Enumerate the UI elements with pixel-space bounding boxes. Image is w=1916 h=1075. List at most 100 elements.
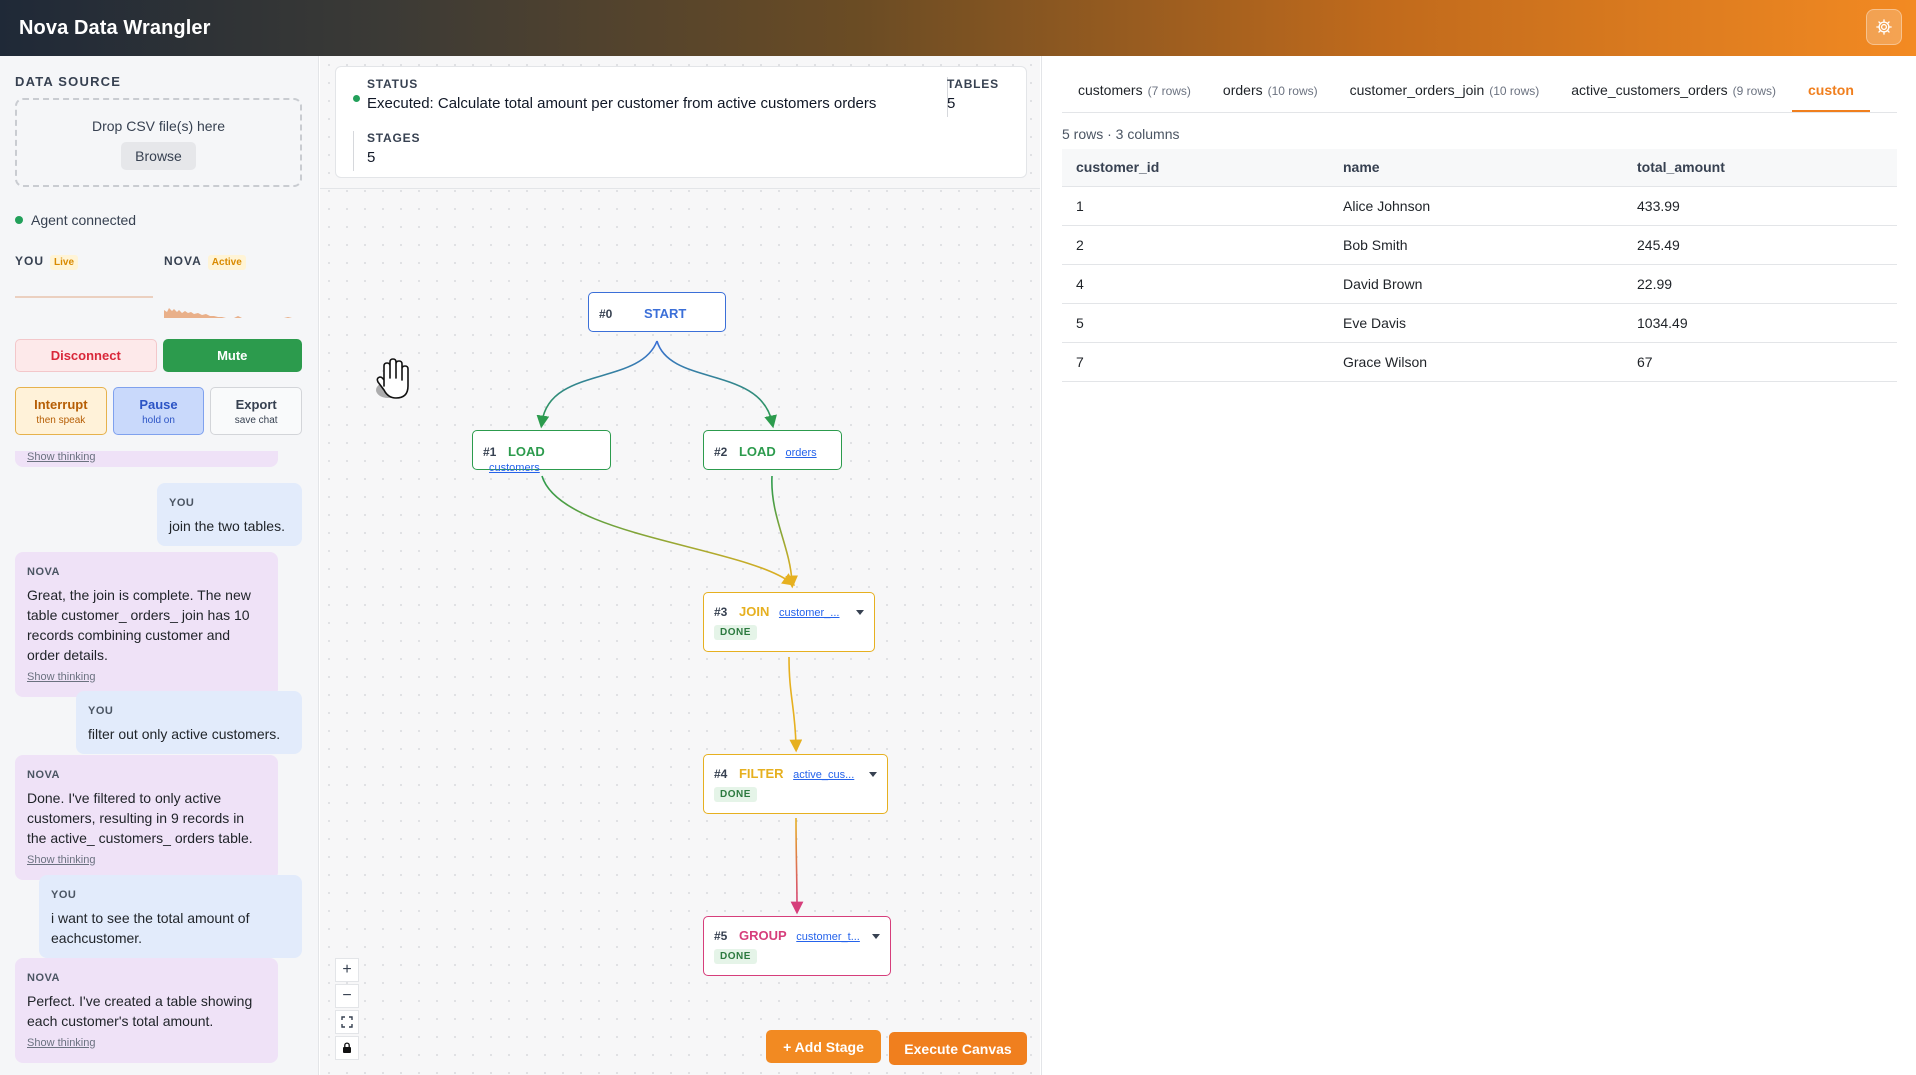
tab-label: custon — [1808, 82, 1854, 98]
edge-start-customers — [536, 340, 658, 429]
csv-dropzone[interactable]: Drop CSV file(s) here Browse — [15, 98, 302, 187]
chat-message-nova: NOVA Great, the join is complete. The ne… — [15, 552, 278, 697]
browse-button[interactable]: Browse — [121, 142, 196, 170]
stage-node-load-customers[interactable]: #1 LOAD customers — [472, 430, 611, 474]
tab-row-count: (7 rows) — [1147, 84, 1191, 98]
stage-status-badge: DONE — [714, 787, 757, 802]
show-thinking-link[interactable]: Show thinking — [27, 854, 96, 866]
stage-kind: LOAD — [738, 444, 776, 459]
status-divider — [947, 77, 948, 117]
chat-message-nova: Show thinking — [15, 451, 278, 467]
pipeline-canvas[interactable]: STATUS Executed: Calculate total amount … — [320, 56, 1040, 1075]
table-cell: Grace Wilson — [1329, 342, 1623, 382]
tab-customer-totals[interactable]: custon — [1792, 56, 1870, 112]
chat-log[interactable]: Show thinking YOU join the two tables. N… — [0, 451, 318, 1075]
tab-row-count: (9 rows) — [1732, 84, 1777, 98]
results-table: customer_id name total_amount 1 Alice Jo… — [1062, 149, 1897, 382]
tab-row-count: (10 rows) — [1267, 84, 1318, 98]
stage-node-load-orders[interactable]: #2 LOAD orders — [703, 430, 842, 470]
table-cell: Alice Johnson — [1329, 186, 1623, 226]
stage-target-link[interactable]: active_cus... — [793, 769, 855, 781]
stage-kind: GROUP — [738, 928, 787, 943]
show-thinking-link[interactable]: Show thinking — [27, 1037, 96, 1049]
table-cell: David Brown — [1329, 264, 1623, 304]
chat-sender: NOVA — [27, 972, 60, 984]
disconnect-button[interactable]: Disconnect — [15, 339, 157, 372]
grab-cursor-icon — [376, 358, 409, 399]
chevron-down-icon[interactable] — [869, 772, 877, 777]
data-source-title: DATA SOURCE — [15, 74, 122, 89]
table-cell: 2 — [1062, 225, 1329, 265]
chat-text: Perfect. I've created a table showing ea… — [27, 993, 253, 1029]
stage-target-link[interactable]: customer_... — [778, 607, 840, 619]
table-cell: 22.99 — [1623, 264, 1897, 304]
stage-node-join[interactable]: #3 JOIN customer_... DONE — [703, 592, 875, 652]
tab-label: active_customers_orders — [1571, 82, 1728, 98]
pipeline-edges — [536, 340, 804, 915]
status-dot-icon — [15, 216, 23, 224]
tables-label: TABLES — [947, 77, 999, 91]
tab-label: customer_orders_join — [1349, 82, 1485, 98]
table-cell: 5 — [1062, 303, 1329, 343]
table-cell: Bob Smith — [1329, 225, 1623, 265]
table-cell: 7 — [1062, 342, 1329, 382]
stage-number: #3 — [714, 605, 728, 619]
execute-canvas-button[interactable]: Execute Canvas — [889, 1032, 1027, 1065]
tab-label: orders — [1222, 82, 1263, 98]
stage-node-filter[interactable]: #4 FILTER active_cus... DONE — [703, 754, 888, 814]
column-header[interactable]: total_amount — [1623, 149, 1897, 187]
show-thinking-link[interactable]: Show thinking — [27, 671, 96, 683]
stage-kind: FILTER — [738, 766, 784, 781]
stage-target-link[interactable]: customers — [489, 462, 540, 474]
fit-view-button[interactable] — [335, 1010, 359, 1034]
show-thinking-link[interactable]: Show thinking — [27, 451, 96, 463]
export-button[interactable]: Export save chat — [210, 387, 303, 435]
table-cell: 433.99 — [1623, 186, 1897, 226]
chat-text: join the two tables. — [169, 518, 285, 534]
mute-button[interactable]: Mute — [162, 339, 302, 372]
tab-orders[interactable]: orders (10 rows) — [1207, 56, 1334, 112]
app-title: Nova Data Wrangler — [19, 16, 211, 39]
interrupt-label: Interrupt — [34, 396, 88, 412]
tab-customer-orders-join[interactable]: customer_orders_join(10 rows) — [1334, 56, 1556, 112]
stage-node-group[interactable]: #5 GROUP customer_t... DONE — [703, 916, 891, 976]
zoom-in-button[interactable]: + — [335, 958, 359, 982]
tab-active-customers-orders[interactable]: active_customers_orders (9 rows) — [1555, 56, 1792, 112]
status-card: STATUS Executed: Calculate total amount … — [335, 66, 1027, 178]
chat-text: i want to see the total amount of eachcu… — [51, 910, 250, 946]
stages-block: STAGES 5 — [353, 131, 420, 166]
interrupt-button[interactable]: Interrupt then speak — [15, 387, 107, 435]
nova-label: NOVA — [164, 254, 202, 268]
stage-kind: START — [643, 306, 687, 321]
chevron-down-icon[interactable] — [872, 934, 880, 939]
stage-target-link[interactable]: customer_t... — [796, 931, 860, 943]
chat-message-you: YOU join the two tables. — [157, 483, 302, 546]
stage-target-link[interactable]: orders — [785, 447, 817, 459]
pause-sub: hold on — [142, 414, 175, 426]
you-audio-meter — [15, 296, 153, 298]
chat-message-nova: NOVA Perfect. I've created a table showi… — [15, 958, 278, 1063]
chat-text: filter out only active customers. — [88, 726, 281, 742]
settings-button[interactable] — [1866, 9, 1902, 45]
table-cell: Eve Davis — [1329, 303, 1623, 343]
column-header[interactable]: customer_id — [1062, 149, 1329, 187]
tab-customers[interactable]: customers (7 rows) — [1062, 56, 1207, 112]
table-tabs: customers (7 rows) orders (10 rows) custom… — [1062, 56, 1897, 113]
dropzone-text: Drop CSV file(s) here — [91, 118, 226, 134]
stage-kind: LOAD — [507, 444, 545, 459]
zoom-out-button[interactable]: − — [335, 984, 359, 1008]
stage-node-start[interactable]: #0 START — [588, 292, 726, 332]
pause-label: Pause — [139, 396, 178, 412]
chevron-down-icon[interactable] — [856, 610, 864, 615]
stages-value: 5 — [367, 149, 376, 166]
add-stage-button[interactable]: + Add Stage — [766, 1030, 881, 1063]
table-cell: 67 — [1623, 342, 1897, 382]
pause-button[interactable]: Pause hold on — [112, 387, 205, 435]
lock-button[interactable] — [335, 1036, 359, 1060]
tab-label: customers — [1078, 82, 1143, 98]
table-row: 2 Bob Smith 245.49 — [1062, 225, 1897, 265]
chat-sender: YOU — [169, 497, 195, 509]
column-header[interactable]: name — [1329, 149, 1623, 187]
